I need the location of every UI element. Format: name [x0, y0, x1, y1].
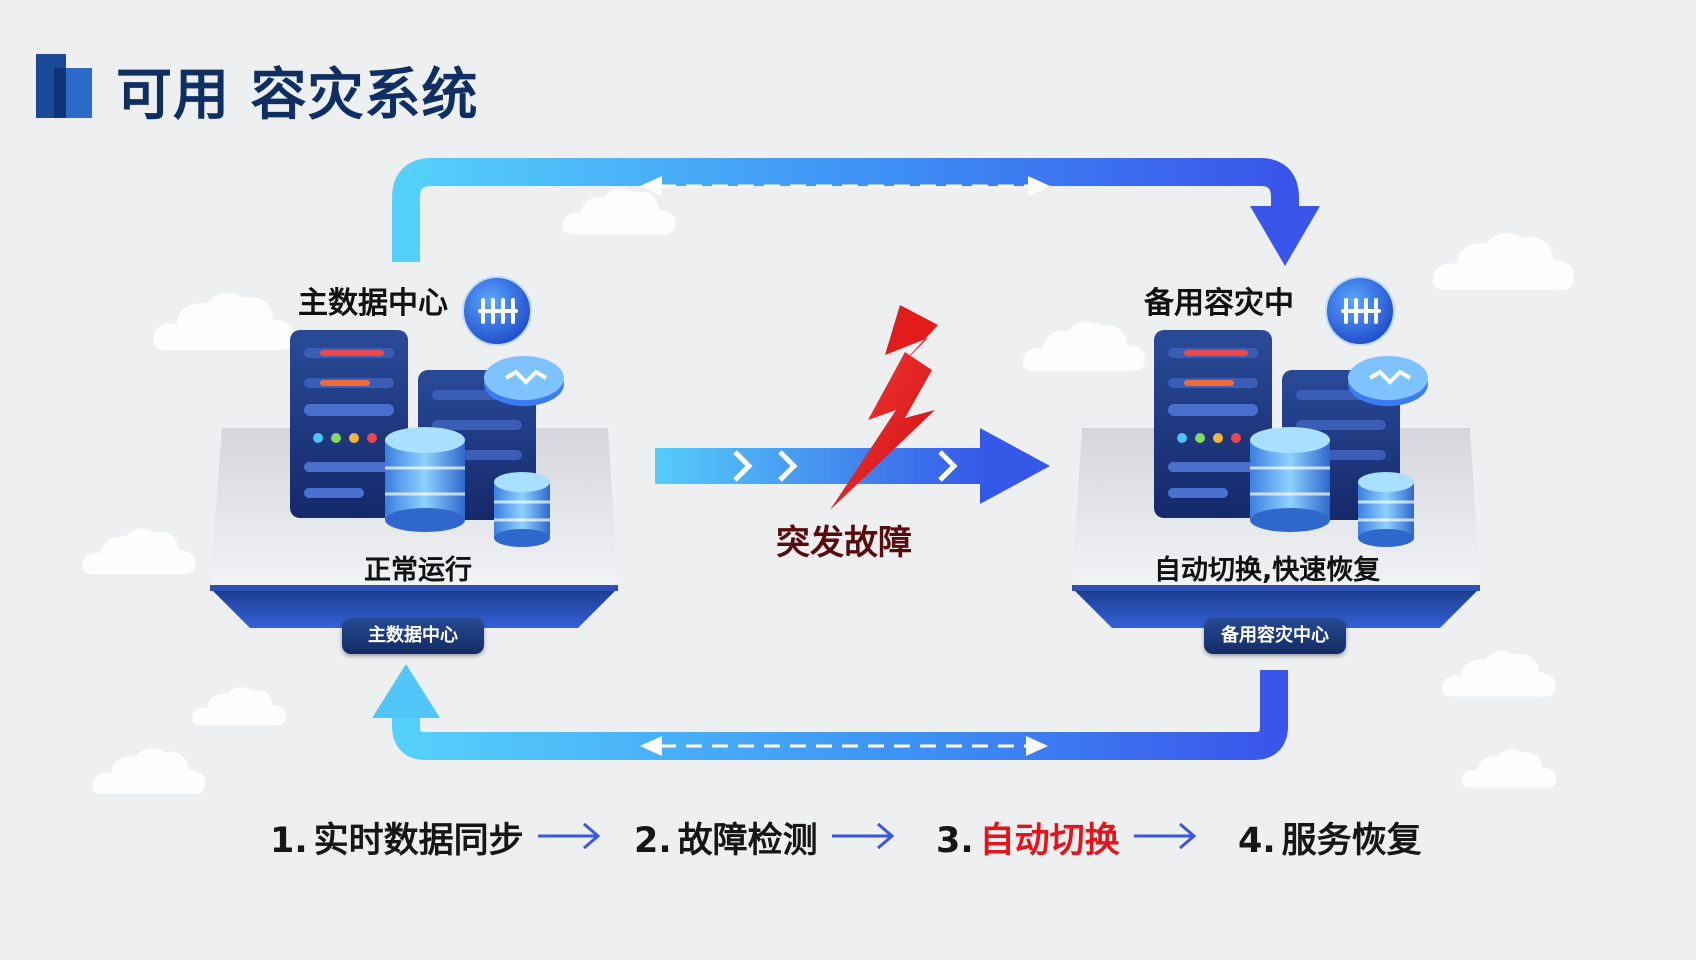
- arrow-right-icon: [538, 822, 601, 850]
- failover-arrow: [655, 428, 1050, 504]
- step-number: 1.: [270, 821, 308, 861]
- backup-datacenter-badge: 备用容灾中心: [1204, 618, 1346, 654]
- primary-datacenter-status: 正常运行: [364, 555, 472, 586]
- network-badge-icon: [1325, 276, 1395, 346]
- arrow-right-icon: [832, 822, 895, 850]
- step-label: 自动切换: [979, 821, 1120, 861]
- primary-datacenter-illustration: [210, 330, 618, 628]
- network-badge-icon: [462, 276, 532, 346]
- sync-arrow-top: [392, 158, 1320, 266]
- sync-arrow-bottom: [372, 664, 1288, 760]
- arrow-right-icon: [1134, 822, 1197, 850]
- fault-label: 突发故障: [776, 523, 912, 563]
- primary-datacenter-badge: 主数据中心: [342, 618, 484, 654]
- backup-datacenter-illustration: [1072, 330, 1480, 628]
- backup-datacenter-status: 自动切换,快速恢复: [1154, 555, 1381, 586]
- step-label: 服务恢复: [1281, 821, 1422, 861]
- lightning-icon: [830, 305, 938, 510]
- step-number: 2.: [634, 821, 672, 861]
- page-title: 可用 容灾系统: [116, 63, 479, 128]
- step-number: 4.: [1238, 821, 1276, 861]
- step-1: 1.实时数据同步: [270, 812, 524, 863]
- primary-datacenter-title: 主数据中心: [298, 286, 448, 321]
- logo-icon: [36, 54, 92, 118]
- backup-datacenter-title: 备用容灾中: [1144, 286, 1294, 321]
- step-2: 2.故障检测: [634, 812, 818, 863]
- step-label: 故障检测: [677, 821, 818, 861]
- step-4: 4.服务恢复: [1238, 812, 1422, 863]
- step-3: 3.自动切换: [936, 812, 1120, 863]
- step-number: 3.: [936, 821, 974, 861]
- step-label: 实时数据同步: [313, 821, 524, 861]
